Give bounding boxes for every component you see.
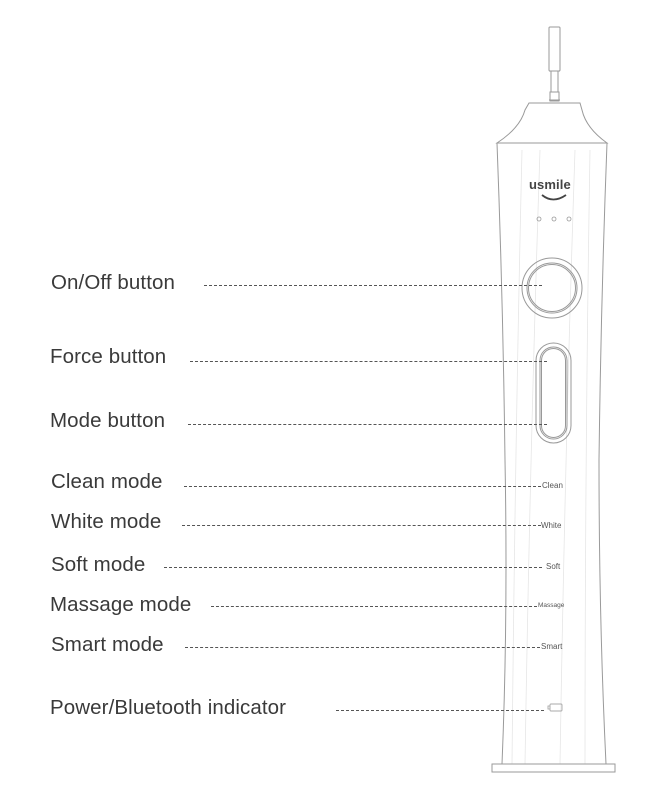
leader-line	[164, 567, 542, 568]
tag-smart: Smart	[541, 642, 563, 651]
leader-line	[188, 424, 547, 425]
on-off-button-shape	[521, 257, 583, 319]
label-on-off-button: On/Off button	[51, 271, 175, 294]
label-smart-mode: Smart mode	[51, 633, 164, 656]
label-mode-button: Mode button	[50, 409, 166, 432]
leader-line	[182, 525, 541, 526]
label-massage-mode: Massage mode	[50, 593, 192, 616]
label-white-mode: White mode	[51, 510, 162, 533]
battery-icon	[547, 703, 563, 712]
label-clean-mode: Clean mode	[51, 470, 163, 493]
logo-smile-icon	[541, 194, 567, 201]
handle-base	[491, 763, 616, 773]
leader-line	[190, 361, 547, 362]
handle-body	[496, 142, 608, 765]
leader-line	[336, 710, 544, 711]
leader-line	[185, 647, 540, 648]
brush-shaft	[548, 26, 561, 102]
indicator-dots	[536, 216, 572, 222]
tag-soft: Soft	[546, 562, 561, 571]
label-power-bluetooth-indicator: Power/Bluetooth indicator	[50, 696, 287, 719]
handle-cap	[495, 102, 609, 144]
brand-logo: usmile	[529, 177, 571, 192]
label-soft-mode: Soft mode	[51, 553, 146, 576]
leader-line	[211, 606, 537, 607]
tag-clean: Clean	[542, 481, 563, 490]
tag-massage: Massage	[538, 602, 565, 609]
label-force-button: Force button	[50, 345, 167, 368]
force-mode-button-shape	[535, 342, 572, 444]
leader-line	[184, 486, 541, 487]
tag-white: White	[541, 521, 562, 530]
leader-line	[204, 285, 542, 286]
